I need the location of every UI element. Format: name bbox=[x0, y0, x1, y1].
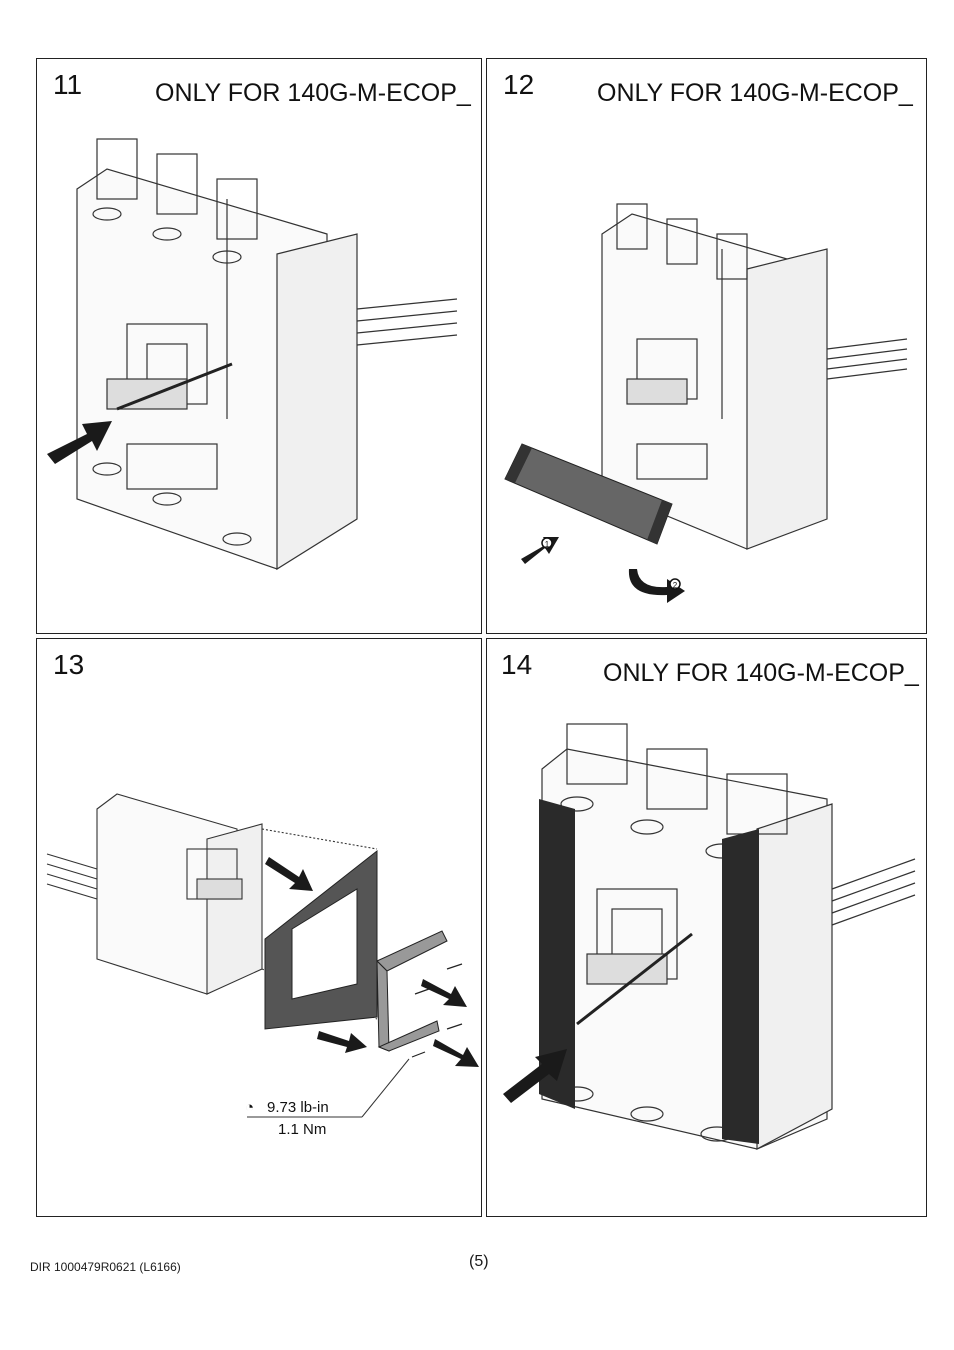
breaker-illustration: 1 2 bbox=[504, 203, 908, 603]
gasket-strips bbox=[539, 799, 759, 1144]
step-number: 11 bbox=[53, 69, 83, 100]
breaker-illustration bbox=[47, 138, 458, 571]
insert-arrow bbox=[521, 537, 559, 564]
torque-icon: ◔ bbox=[245, 1099, 255, 1116]
cover-plate bbox=[504, 443, 673, 545]
step-number: 12 bbox=[503, 69, 535, 100]
step-11-panel: 11 ONLY FOR 140G-M-ECOP_ bbox=[36, 58, 482, 634]
step-number: 14 bbox=[501, 649, 533, 680]
step-number: 13 bbox=[53, 649, 85, 680]
insert-arrow bbox=[47, 421, 112, 464]
remove-arrow bbox=[503, 1049, 567, 1103]
arrow-marker-2 bbox=[669, 578, 681, 590]
arrow-marker-1 bbox=[541, 537, 553, 549]
step-caption: ONLY FOR 140G-M-ECOP_ bbox=[603, 659, 919, 687]
breaker-illustration bbox=[503, 723, 916, 1150]
breaker-illustration bbox=[46, 793, 479, 1118]
page-number: (5) bbox=[469, 1253, 489, 1270]
marker-2-label: 2 bbox=[673, 581, 678, 590]
gasket-frame bbox=[264, 849, 378, 1030]
step-13-panel: 13 bbox=[36, 638, 482, 1217]
step-12-panel: 12 ONLY FOR 140G-M-ECOP_ 1 2 bbox=[486, 58, 927, 634]
rotate-arrow bbox=[628, 569, 685, 603]
mounting-bracket bbox=[376, 930, 448, 1052]
torque-metric: 1.1 Nm bbox=[278, 1121, 327, 1138]
step-caption: ONLY FOR 140G-M-ECOP_ bbox=[155, 79, 471, 107]
screws bbox=[411, 963, 463, 1058]
insert-arrows bbox=[265, 857, 479, 1067]
step-caption: ONLY FOR 140G-M-ECOP_ bbox=[597, 79, 913, 107]
document-code: DIR 1000479R0621 (L6166) bbox=[30, 1260, 181, 1274]
step-14-panel: 14 ONLY FOR 140G-M-ECOP_ bbox=[486, 638, 927, 1217]
marker-1-label: 1 bbox=[545, 540, 550, 549]
torque-imperial: 9.73 lb-in bbox=[267, 1099, 329, 1116]
